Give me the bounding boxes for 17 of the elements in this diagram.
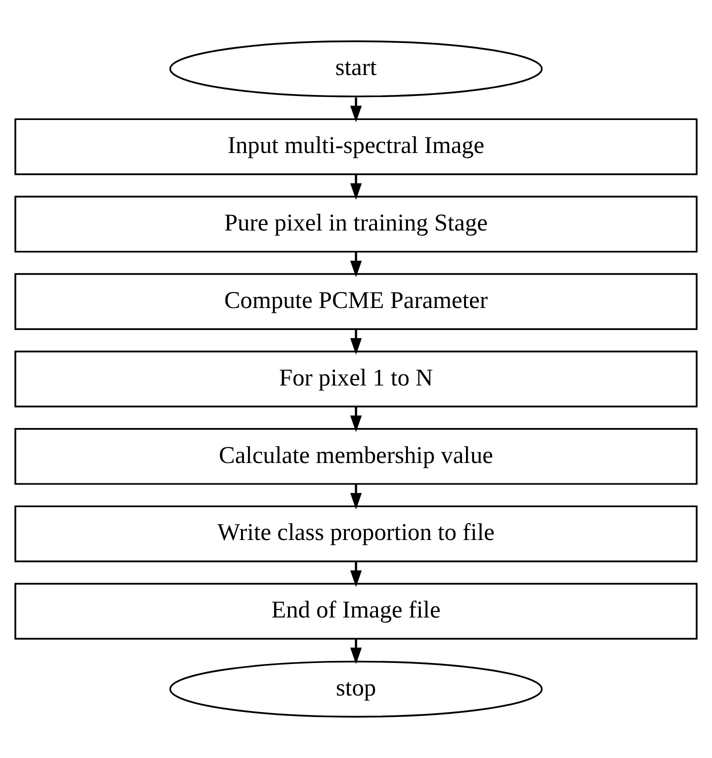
node-ellipse: stop xyxy=(169,660,543,718)
node-box: Write class proportion to file xyxy=(14,505,698,562)
arrow xyxy=(350,252,362,278)
arrow xyxy=(350,97,362,122)
node-box: End of Image file xyxy=(14,582,698,640)
arrow xyxy=(350,174,362,200)
arrow xyxy=(350,484,362,510)
arrow xyxy=(350,329,362,355)
node-box: Pure pixel in training Stage xyxy=(14,196,698,253)
arrow xyxy=(350,406,362,432)
node-box: For pixel 1 to N xyxy=(14,350,698,408)
node-box: Calculate membership value xyxy=(14,428,698,485)
node-box: Compute PCME Parameter xyxy=(14,273,698,330)
node-box: Input multi-spectral Image xyxy=(14,118,698,176)
arrow xyxy=(350,639,362,664)
arrow xyxy=(350,561,362,587)
node-ellipse: start xyxy=(169,40,543,98)
